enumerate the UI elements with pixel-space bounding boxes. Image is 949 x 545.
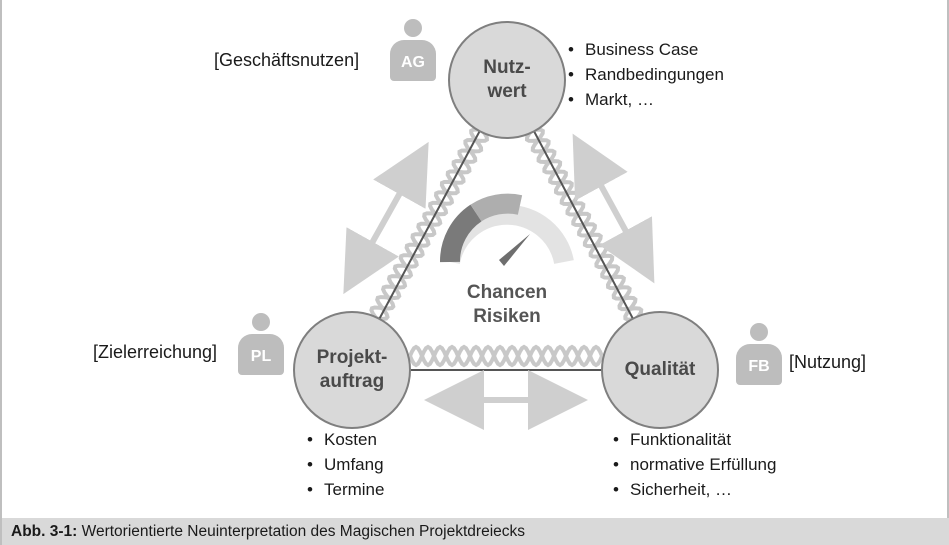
badge-pl: PL xyxy=(238,334,284,375)
caption-label: Abb. 3-1: xyxy=(11,523,78,540)
diagram-canvas xyxy=(293,21,719,430)
list-item: Kosten xyxy=(307,427,384,452)
node-nutzwert-line1: Nutz- xyxy=(483,57,531,78)
bullets-qualitaet: Funktionalität normative Erfüllung Siche… xyxy=(613,427,776,502)
role-nutzung: [Nutzung] xyxy=(789,352,867,372)
caption-text: Wertorientierte Neuinterpretation des Ma… xyxy=(77,523,526,540)
node-projektauftrag-label: Projekt- auftrag xyxy=(298,346,406,394)
center-chancen: Chancen xyxy=(466,282,548,303)
list-item: Sicherheit, … xyxy=(613,477,776,502)
helix-bottom-strand-2 xyxy=(408,344,604,368)
gauge-needle xyxy=(499,234,530,266)
node-nutzwert-line2: wert xyxy=(487,81,527,102)
gauge-icon xyxy=(439,193,574,266)
diagram: Nutz- wert Projekt- auftrag Qualität Cha… xyxy=(2,0,949,518)
helix-strands xyxy=(363,127,650,368)
center-label: Chancen Risiken xyxy=(442,281,572,329)
badge-fb: FB xyxy=(736,344,782,385)
list-item: Business Case xyxy=(568,37,724,62)
arrow-right-edge xyxy=(572,133,655,284)
list-item: Randbedingungen xyxy=(568,62,724,87)
list-item: Termine xyxy=(307,477,384,502)
node-nutzwert-label: Nutz- wert xyxy=(457,56,557,104)
node-qualitaet-label: Qualität xyxy=(602,358,718,382)
badge-ag: AG xyxy=(390,40,436,81)
arrow-left-edge xyxy=(343,141,429,295)
role-zielerreichung: [Zielerreichung] xyxy=(93,342,218,362)
person-ag-icon: AG xyxy=(390,19,436,81)
bullets-nutzwert: Business Case Randbedingungen Markt, … xyxy=(568,37,724,112)
list-item: Funktionalität xyxy=(613,427,776,452)
list-item: Markt, … xyxy=(568,87,724,112)
list-item: Umfang xyxy=(307,452,384,477)
center-risiken: Risiken xyxy=(473,306,541,327)
bullets-projektauftrag: Kosten Umfang Termine xyxy=(307,427,384,502)
node-top-circle xyxy=(448,21,566,139)
list-item: normative Erfüllung xyxy=(613,452,776,477)
node-qualitaet-line1: Qualität xyxy=(624,359,696,380)
role-geschaeftsnutzen: [Geschäftsnutzen] xyxy=(214,50,360,70)
node-projektauftrag-line2: auftrag xyxy=(319,371,385,392)
person-pl-icon: PL xyxy=(238,313,284,375)
node-projektauftrag-line1: Projekt- xyxy=(316,347,388,368)
figure-caption: Abb. 3-1: Wertorientierte Neuinterpretat… xyxy=(2,518,949,545)
person-fb-icon: FB xyxy=(736,323,782,385)
